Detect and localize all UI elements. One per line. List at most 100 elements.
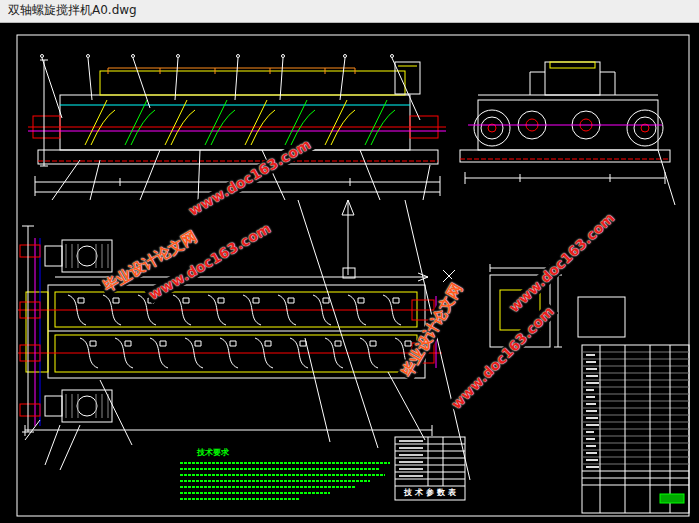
drawing-line: [38, 150, 438, 164]
table-rule: [582, 471, 689, 472]
cell-mark: [399, 454, 423, 456]
table-rule: [600, 345, 601, 513]
spiral-blade: [68, 295, 86, 325]
table-rule: [582, 415, 689, 416]
spiral-blade: [290, 338, 308, 368]
drawing-line: [20, 245, 40, 257]
drawing-line: [132, 55, 135, 58]
requirement-line: [180, 468, 380, 470]
drawing-line: [460, 159, 670, 160]
table-rule: [582, 394, 689, 395]
window-title: 双轴螺旋搅拌机A0.dwg: [8, 4, 137, 17]
drawing-line: [41, 55, 44, 58]
drawing-line: [634, 117, 656, 139]
table-rule: [582, 359, 689, 360]
paddle: [245, 100, 275, 145]
drawing-line: [35, 238, 36, 426]
drawing-line: [342, 200, 354, 215]
drawing-frame: [17, 35, 689, 516]
spiral-blade: [243, 295, 261, 325]
table-rule: [443, 437, 444, 486]
table-rule: [625, 345, 626, 513]
paddle: [85, 100, 115, 145]
spiral-blade: [255, 338, 273, 368]
drawing-line: [28, 127, 446, 128]
cell-mark: [399, 447, 423, 449]
spiral-blade: [325, 338, 343, 368]
watermark: www.doc163.com: [447, 302, 558, 413]
table-rule: [670, 345, 671, 513]
paddle: [205, 100, 235, 145]
drawing-line: [18, 353, 442, 354]
drawing-line: [38, 161, 438, 162]
cell-mark: [399, 440, 423, 442]
table-rule: [582, 429, 689, 430]
spiral-blade: [348, 295, 366, 325]
side-view: [460, 62, 675, 205]
paddle: [165, 100, 195, 145]
cell-mark: [586, 431, 594, 433]
cell-mark: [586, 396, 595, 398]
title-block: [582, 345, 689, 513]
table-rule: [582, 422, 689, 423]
spiral-blade: [220, 338, 238, 368]
drawing-line: [60, 105, 410, 106]
drawing-line: [550, 62, 595, 68]
table-rule: [582, 373, 689, 374]
table-rule: [582, 408, 689, 409]
drawing-line: [177, 55, 180, 58]
watermark: www.doc163.com: [185, 136, 316, 220]
paddle: [285, 100, 315, 145]
drawing-line: [45, 246, 62, 266]
table-rule: [395, 479, 465, 480]
drawing-line: [348, 200, 349, 275]
table-rule: [582, 464, 689, 465]
drawing-line: [20, 404, 40, 416]
cell-mark: [399, 461, 423, 463]
paddle: [125, 100, 155, 145]
watermark: 毕业设计论文网: [99, 228, 202, 297]
plan-view: [18, 226, 455, 436]
cell-mark: [586, 438, 595, 440]
drawing-line: [237, 55, 240, 58]
spiral-blade: [103, 295, 121, 325]
drawing-line: [48, 285, 425, 378]
drawing-line: [100, 71, 405, 95]
spiral-blade: [115, 338, 133, 368]
cell-mark: [586, 389, 594, 391]
table-title: 技 术 参 数 表: [404, 489, 455, 498]
drawing-line: [60, 95, 410, 150]
spiral-blade: [173, 295, 191, 325]
table-rule: [428, 437, 429, 486]
drawing-line: [85, 100, 395, 145]
drawing-line: [25, 380, 132, 470]
cell-mark: [399, 475, 423, 477]
note-box: [578, 297, 625, 337]
table-rule: [582, 352, 689, 353]
table-rule: [395, 451, 465, 452]
drawing-line: [395, 437, 465, 500]
spiral-blade: [360, 338, 378, 368]
table-rule: [582, 436, 689, 437]
spiral-blade: [313, 295, 331, 325]
cell-mark: [586, 417, 598, 419]
spiral-blade: [208, 295, 226, 325]
table-rule: [395, 465, 465, 466]
drawing-line: [68, 295, 413, 368]
paddle: [325, 100, 355, 145]
drawing-line: [627, 110, 663, 146]
cell-mark: [586, 445, 596, 447]
requirement-lines: [180, 463, 390, 499]
requirement-line: [180, 498, 300, 500]
requirement-line: [180, 474, 385, 476]
cell-mark: [586, 410, 597, 412]
drawing-line: [658, 150, 675, 205]
cell-mark: [586, 375, 598, 377]
drawing-line: [20, 302, 40, 318]
drawing-line: [545, 62, 600, 95]
spiral-blade: [185, 338, 203, 368]
drawing-line: [45, 396, 62, 416]
drawing-line: [22, 226, 34, 432]
